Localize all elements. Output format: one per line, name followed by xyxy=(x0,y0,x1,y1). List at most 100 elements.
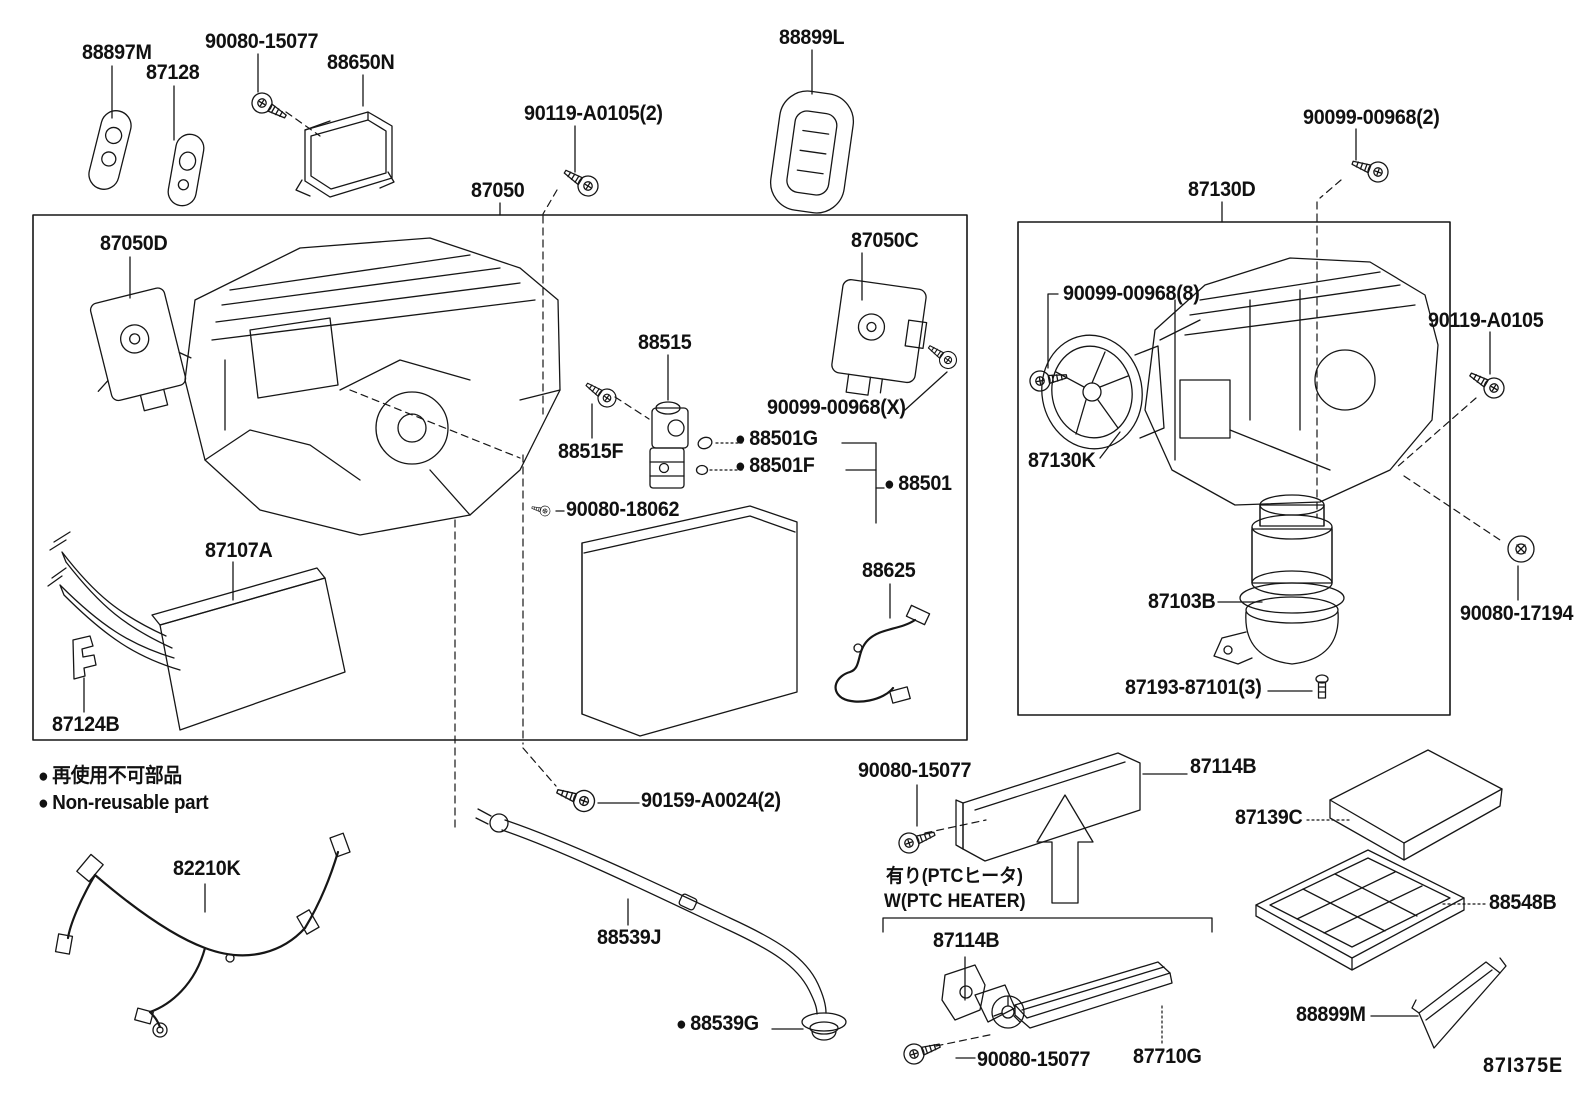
part-label-90080-17194: 90080-17194 xyxy=(1460,602,1574,625)
up-arrow xyxy=(1036,794,1094,904)
bolt-87193-87101 xyxy=(1315,674,1329,699)
non-reusable-bullet-icon: ● xyxy=(735,455,746,477)
amplifier-88650N xyxy=(295,111,395,198)
servo-87050D xyxy=(89,287,192,412)
label-text: 90080-15077 xyxy=(205,30,319,53)
grommet-87128 xyxy=(167,133,205,207)
fan-87130K xyxy=(1041,334,1165,450)
label-text: 87130K xyxy=(1028,449,1096,472)
part-label-90080-15077: 90080-15077 xyxy=(205,30,319,53)
label-text: 88897M xyxy=(82,41,152,64)
construction-lines xyxy=(285,111,1501,1047)
label-text: 90080-18062 xyxy=(566,498,680,521)
label-text: 90080-15077 xyxy=(977,1048,1091,1071)
legend-39: ●再使用不可部品 xyxy=(38,766,182,787)
part-label-87710g: 87710G xyxy=(1133,1045,1202,1068)
evaporator-88501 xyxy=(581,505,798,737)
drain-hose-88539J xyxy=(475,808,827,1015)
heater-core-87107A xyxy=(47,531,346,731)
label-text: Non-reusable part xyxy=(52,792,209,814)
cabin-filter-87139C xyxy=(1329,749,1503,861)
grommet-88897M xyxy=(88,110,132,190)
label-text: 88899L xyxy=(779,26,845,49)
grommet-88539G xyxy=(801,1012,847,1041)
label-text: W(PTC HEATER) xyxy=(884,891,1026,912)
cover-88899L xyxy=(769,90,855,214)
part-label-90080-15077: 90080-15077 xyxy=(858,759,972,782)
part-label-88899m: 88899M xyxy=(1296,1003,1366,1026)
code-87i375e: 87I375E xyxy=(1483,1054,1563,1077)
label-text: 88501G xyxy=(749,427,818,450)
expansion-valve-88515 xyxy=(649,401,689,489)
label-text: 87050D xyxy=(100,232,168,255)
part-label-88897m: 88897M xyxy=(82,41,152,64)
non-reusable-bullet-icon: ● xyxy=(38,766,49,787)
part-label-87128: 87128 xyxy=(146,61,200,84)
label-text: 90099-00968(8) xyxy=(1063,282,1200,305)
label-text: 87130D xyxy=(1188,178,1256,201)
label-text: 再使用不可部品 xyxy=(52,765,182,787)
part-label-87130d: 87130D xyxy=(1188,178,1256,201)
part-label-87114b: 87114B xyxy=(933,929,1000,952)
label-text: 87050 xyxy=(471,179,525,202)
label-text: 87114B xyxy=(933,929,1000,952)
servo-87050C xyxy=(831,279,928,396)
oring-88501G xyxy=(697,436,713,450)
label-text: 90080-17194 xyxy=(1460,602,1574,625)
part-label-88515: 88515 xyxy=(638,331,692,354)
ptc-heater-87114B xyxy=(955,752,1141,862)
part-label-88548b: 88548B xyxy=(1489,891,1557,914)
label-text: 87114B xyxy=(1190,755,1257,778)
label-text: 87124B xyxy=(52,713,120,736)
label-text: 有り(PTCヒータ) xyxy=(886,866,1023,887)
fasteners xyxy=(247,88,1535,1068)
part-label-82210k: 82210K xyxy=(173,857,241,880)
ptc-bracket-line xyxy=(882,917,1213,933)
leader-lines xyxy=(83,49,1519,1059)
label-text: 87128 xyxy=(146,61,200,84)
part-label-87050: 87050 xyxy=(471,179,525,202)
part-label-88539j: 88539J xyxy=(597,926,662,949)
part-label-88650n: 88650N xyxy=(327,51,395,74)
label-text: 87139C xyxy=(1235,806,1303,829)
label-text: 90099-00968(2) xyxy=(1303,106,1440,129)
legend-non-reusable-part: ●Non-reusable part xyxy=(38,792,209,814)
part-label-87050c: 87050C xyxy=(851,229,919,252)
part-label-88539g: ●88539G xyxy=(676,1012,759,1035)
label-text: 87193-87101(3) xyxy=(1125,676,1262,699)
label-text: 90080-15077 xyxy=(858,759,972,782)
part-label-88501g: ●88501G xyxy=(735,427,818,450)
label-text: 87050C xyxy=(851,229,919,252)
part-label-87103b: 87103B xyxy=(1148,590,1216,613)
non-reusable-bullet-icon: ● xyxy=(735,428,746,450)
label-text: 88548B xyxy=(1489,891,1557,914)
label-text: 88515 xyxy=(638,331,692,354)
wire-harness-88625 xyxy=(834,604,931,704)
part-label-90080-15077: 90080-15077 xyxy=(977,1048,1091,1071)
washer-90080-17194 xyxy=(1507,535,1535,563)
oring-88501F xyxy=(695,464,709,476)
part-label-90099-00968-2: 90099-00968(2) xyxy=(1303,106,1440,129)
ptc-assembly-87710G xyxy=(941,961,1173,1029)
part-label-87130k: 87130K xyxy=(1028,449,1096,472)
label-text: 88625 xyxy=(862,559,916,582)
label-text: 90119-A0105(2) xyxy=(524,102,663,125)
label-text: 90099-00968(X) xyxy=(767,396,906,419)
part-label-87124b: 87124B xyxy=(52,713,120,736)
part-label-90099-00968-8: 90099-00968(8) xyxy=(1063,282,1200,305)
label-text: 88539J xyxy=(597,926,662,949)
label-text: 87103B xyxy=(1148,590,1216,613)
label-text: 90119-A0105 xyxy=(1428,309,1544,332)
label-text: 82210K xyxy=(173,857,241,880)
part-label-87193-87101-3: 87193-87101(3) xyxy=(1125,676,1262,699)
label-text: 88899M xyxy=(1296,1003,1366,1026)
part-label-87139c: 87139C xyxy=(1235,806,1303,829)
blower-case-87130D xyxy=(1144,257,1439,506)
part-label-88501: ●88501 xyxy=(884,472,952,495)
part-label-88501f: ●88501F xyxy=(735,454,815,477)
part-label-90080-18062: 90080-18062 xyxy=(566,498,680,521)
label-text: 88650N xyxy=(327,51,395,74)
clamp-87124B xyxy=(72,635,97,680)
hvac-case-87050 xyxy=(184,237,561,536)
